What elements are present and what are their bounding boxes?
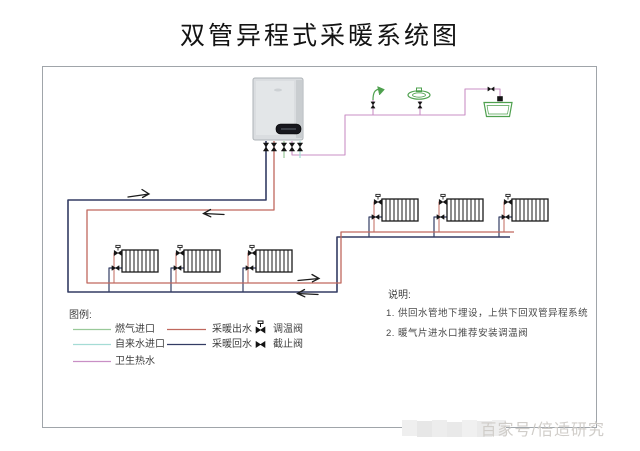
notes-heading: 说明: [388,290,411,301]
temp-valve-icon [114,245,122,255]
page-title: 双管异程式采暖系统图 [179,23,460,50]
stop-valve-icon [111,265,120,271]
watermark-text: 百家号/倍适研究 [480,422,605,439]
radiator [121,249,159,273]
branch-valve-icon [417,101,423,109]
radiator [511,198,549,222]
temp-valve-icon [248,245,256,255]
radiator [446,198,484,222]
arrow-left-supply-top [202,208,225,218]
legend-label-tap-water: 自来水进口 [115,339,165,350]
bathtub-icon [483,101,513,118]
diagram-border [42,66,597,428]
stop-valve-icon [501,214,510,220]
boiler-valve-icons [262,142,304,152]
legend-label-supply: 采暖出水 [212,324,252,335]
legend-stop-valve-icon [255,341,266,348]
stop-valve-icon [173,265,182,271]
shower-icon [372,86,385,101]
branch-valve-icon [370,101,376,109]
legend-label-hot-water: 卫生热水 [115,356,155,367]
legend-graphics [73,321,266,363]
hot-water-pipe [291,88,501,156]
legend-temp-valve-icon [256,321,265,333]
boiler [252,77,304,141]
basin-icon [407,87,431,100]
radiator [381,198,419,222]
note-item: 1. 供回水管地下埋设，上供下回双管异程系统 [386,308,589,319]
legend-label-gas: 燃气进口 [115,324,155,335]
legend-label-temp-valve: 调温阀 [273,324,303,335]
stop-valve-icon [371,214,380,220]
tub-connector [497,96,503,102]
arrow-right-supply-bottom [297,273,321,283]
legend-label-return: 采暖回水 [212,339,252,350]
legend-heading: 图例: [69,310,92,321]
stop-valve-icon [245,265,254,271]
note-item: 2. 暖气片进水口推荐安装调温阀 [386,328,529,339]
radiator [183,249,221,273]
heating-return-pipe [67,141,512,293]
temp-valve-icon [176,245,184,255]
temp-valve-icon [439,194,447,204]
flow-arrows [127,188,321,298]
temp-valve-icon [374,194,382,204]
stop-valve-icon [436,214,445,220]
legend-label-stop-valve: 截止阀 [273,339,303,350]
fixtures [372,86,513,118]
radiator [255,249,293,273]
arrow-right-return-top [127,188,151,199]
radiator-valve-icons [111,86,512,271]
temp-valve-icon [504,194,512,204]
arrow-left-return-bottom [296,288,319,298]
branch-valve-icon [487,86,495,92]
